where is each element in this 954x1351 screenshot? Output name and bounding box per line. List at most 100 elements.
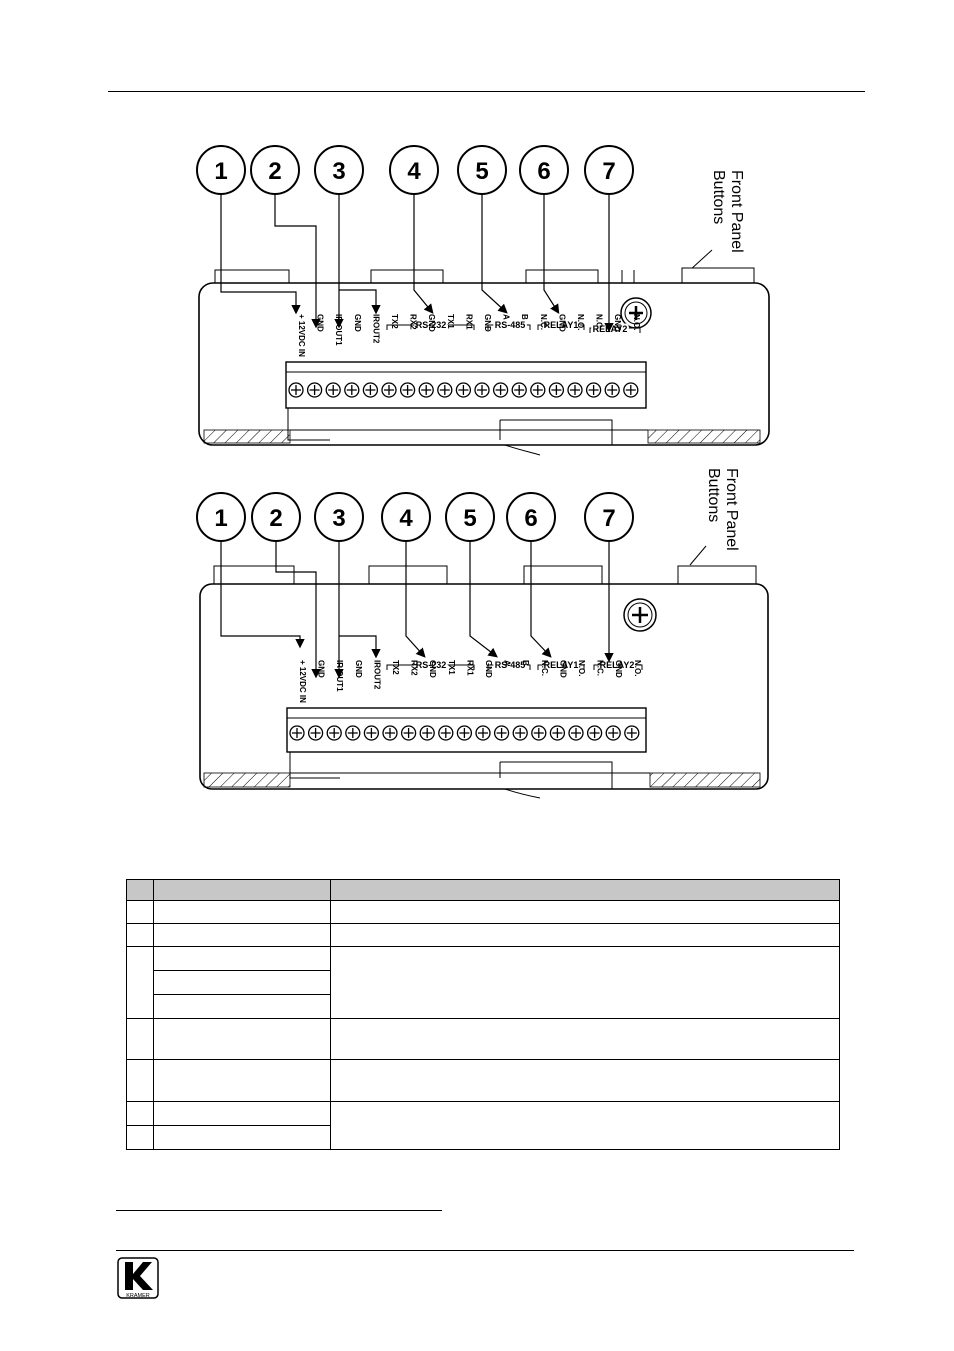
terminal-label: N.O. (633, 660, 642, 676)
terminal-screw-slot (458, 385, 469, 395)
table-header-row (126, 879, 840, 901)
rs485-label: RS-485 (495, 660, 526, 670)
relay1-label: RELAY1 (544, 320, 579, 330)
terminal-screw-slot (495, 385, 506, 395)
rs232-label: RS-232 (416, 320, 447, 330)
connector-table (126, 879, 840, 1150)
terminal-screw-slot (459, 728, 470, 738)
callout-2: 2 (269, 505, 282, 532)
terminal-screw-slot (588, 385, 599, 395)
terminal-label: RX1 (465, 660, 474, 676)
front-panel-label: Front Panel (728, 170, 745, 253)
table-row (126, 900, 840, 924)
terminal-label: GND (483, 314, 492, 332)
terminal-screw-slot (571, 728, 581, 738)
terminal-label: N.O. (577, 660, 586, 676)
terminal-screw-slot (346, 385, 357, 395)
table-row (126, 923, 840, 947)
terminal-screw-slot (515, 728, 526, 738)
terminal-screw-slot (608, 728, 619, 738)
logo-text: KRAMER (126, 1293, 150, 1299)
buttons-label: Buttons (710, 170, 727, 224)
terminal-label: B (521, 660, 530, 666)
terminal-label: RX2 (410, 660, 419, 676)
front-panel-label: Front Panel (723, 468, 740, 551)
buttons-label: Buttons (705, 468, 722, 522)
terminal-label: GND (353, 314, 362, 332)
terminal-screw-slot (422, 728, 433, 738)
terminal-screw-slot (365, 385, 376, 395)
terminal-screw-slot (532, 385, 543, 395)
terminal-label: GND (557, 314, 566, 332)
figure-top: 1 2 3 4 5 6 7 Front Panel Buttons (196, 145, 770, 456)
footnote-rule (116, 1210, 442, 1211)
terminal-screw-slot (310, 728, 321, 738)
callout-4: 4 (399, 505, 413, 532)
terminal-screw-slot (384, 385, 394, 395)
relay1-label: RELAY1 (544, 660, 579, 670)
terminal-label: TX1 (446, 314, 455, 329)
terminal-label: N.O. (576, 314, 585, 330)
callout-6: 6 (537, 158, 550, 185)
terminal-label: + 12VDC IN (297, 314, 306, 357)
terminal-label: TX2 (390, 314, 399, 329)
callout-2: 2 (268, 158, 281, 185)
terminal-screw-slot (589, 728, 600, 738)
terminal-label: A (502, 314, 511, 320)
terminal-screw-slot (328, 385, 339, 395)
callout-4: 4 (407, 158, 421, 185)
callout-1: 1 (214, 158, 227, 185)
callout-3: 3 (332, 505, 345, 532)
terminal-screw-slot (421, 385, 432, 395)
terminal-screw-slot (309, 385, 320, 395)
terminal-screw-slot (292, 728, 302, 738)
table-row (126, 1018, 840, 1060)
terminal-screw-slot (626, 728, 637, 738)
terminal-label: IR OUT1 (334, 314, 343, 346)
terminal-label: GND (317, 660, 326, 678)
terminal-screw-slot (385, 728, 395, 738)
terminal-screw-slot (440, 728, 451, 738)
header-rule (108, 91, 865, 92)
terminal-label: GND (427, 314, 436, 332)
terminal-screw-slot (439, 385, 450, 395)
terminal-screw-slot (570, 385, 580, 395)
figure-bottom: 1 2 3 4 5 6 7 Front Panel Buttons (196, 468, 769, 799)
terminal-label: GND (614, 660, 623, 678)
terminal-label: IR OUT1 (335, 660, 344, 692)
terminal-screw-slot (402, 385, 413, 395)
table-row (126, 1059, 840, 1102)
terminal-screw-slot (403, 728, 414, 738)
terminal-label: N.C. (595, 314, 604, 330)
rs485-label: RS-485 (495, 320, 526, 330)
terminal-screw-slot (347, 728, 358, 738)
terminal-label: N.O. (632, 314, 641, 330)
terminal-screw-slot (477, 385, 487, 395)
callout-5: 5 (475, 158, 488, 185)
terminal-label: GND (316, 314, 325, 332)
terminal-label: N.C. (539, 314, 548, 330)
terminal-label: IROUT2 (372, 660, 381, 690)
terminal-screw-slot (329, 728, 340, 738)
kramer-logo: KRAMER (117, 1257, 159, 1299)
terminal-screw-slot (496, 728, 507, 738)
terminal-screw-slot (533, 728, 544, 738)
terminal-screw-slot (514, 385, 525, 395)
terminal-label: GND (354, 660, 363, 678)
footer-rule (116, 1250, 854, 1251)
terminal-screw-slot (478, 728, 488, 738)
terminal-label: GND (613, 314, 622, 332)
terminal-label: A (503, 660, 512, 666)
terminal-label: N.C. (540, 660, 549, 676)
callout-7: 7 (602, 158, 615, 185)
table-row (126, 946, 840, 1019)
terminal-label: RX1 (464, 314, 473, 330)
terminal-label: GND (484, 660, 493, 678)
terminal-label: B (520, 314, 529, 320)
terminal-screw-slot (552, 728, 563, 738)
callout-7: 7 (602, 505, 615, 532)
callout-5: 5 (463, 505, 476, 532)
terminal-screw-slot (551, 385, 562, 395)
rs232-label: RS-232 (416, 660, 447, 670)
terminal-screw-slot (366, 728, 377, 738)
